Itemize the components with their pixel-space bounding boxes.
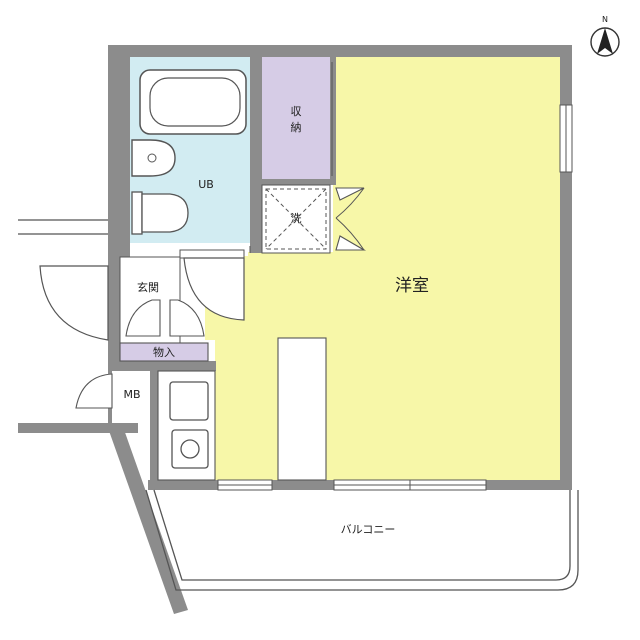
north-arrow-pointer: [597, 28, 613, 54]
kitchen-sink: [169, 381, 209, 421]
stove-burner: [180, 439, 200, 459]
mb-box: [112, 371, 150, 423]
room-column: [277, 337, 327, 481]
balcony-label: バルコニー: [341, 523, 396, 536]
entrance-door-left: [125, 299, 161, 337]
walls: [18, 45, 572, 614]
mb-door-swing: [75, 373, 113, 409]
inner-door-swing: [183, 257, 245, 321]
toilet-tank: [131, 191, 143, 235]
washer-door-1: [335, 187, 365, 201]
toilet-bowl: [141, 193, 189, 233]
western-room-label: 洋室: [395, 276, 429, 296]
storage-floor: [262, 57, 330, 179]
closet-box: [119, 342, 209, 362]
washer-pan: [265, 188, 327, 250]
balcony-outline-inner: [153, 489, 571, 581]
bottom-window-2: [333, 479, 487, 491]
north-arrow: N: [590, 15, 620, 57]
entrance-door-right: [169, 299, 205, 337]
closet-label: 物入: [153, 345, 175, 359]
meter-box-label: MB: [123, 388, 140, 401]
washer-label: 洗: [291, 212, 302, 225]
right-window: [559, 104, 573, 173]
north-label: N: [602, 15, 608, 24]
storage-label-1: 収: [291, 105, 302, 118]
washer-door-2: [335, 235, 367, 251]
unit-bath-label: UB: [198, 178, 214, 191]
entrance-label: 玄関: [137, 280, 159, 294]
balcony-outline-outer: [145, 489, 579, 591]
storage-label-2: 納: [291, 121, 302, 134]
bottom-window-1: [217, 479, 273, 491]
bathtub-inner: [149, 77, 241, 127]
inner-door-frame: [179, 249, 245, 259]
bath-sink-drain: [147, 153, 157, 163]
front-door-swing: [39, 265, 109, 341]
